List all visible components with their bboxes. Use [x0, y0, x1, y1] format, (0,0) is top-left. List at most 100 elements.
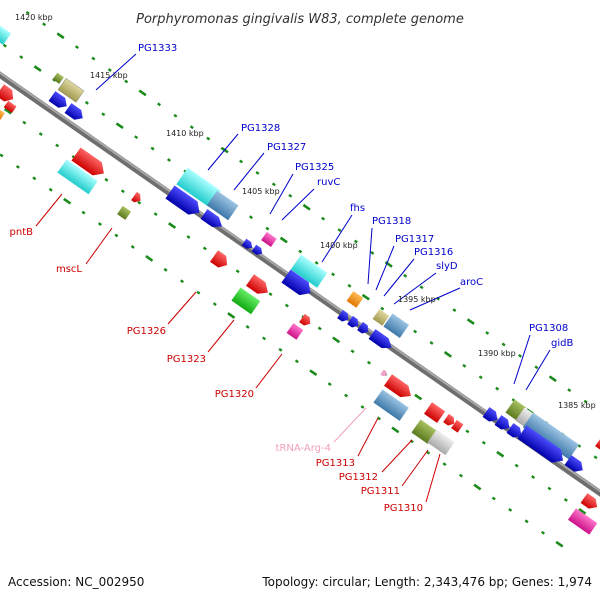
- tick-mark: [360, 405, 365, 409]
- tick-mark: [331, 272, 336, 277]
- tick-mark: [508, 507, 513, 512]
- tick-mark: [168, 222, 177, 229]
- tick-mark: [473, 483, 482, 491]
- kbp-label: 1390 kbp: [478, 349, 516, 358]
- tick-mark: [495, 386, 500, 391]
- tick-mark: [33, 65, 42, 72]
- tick-mark: [163, 267, 168, 272]
- tick-mark: [107, 68, 112, 72]
- tick-mark: [465, 429, 470, 434]
- leader-line: [35, 193, 63, 227]
- leader-line: [207, 133, 239, 171]
- leader-line: [401, 449, 429, 487]
- tick-mark: [138, 89, 147, 97]
- gene-label-lower: mscL: [56, 264, 82, 275]
- tick-mark: [38, 132, 43, 136]
- genome-summary-text: Topology: circular; Length: 2,343,476 bp…: [261, 575, 592, 589]
- tick-mark: [166, 158, 171, 162]
- leader-line: [321, 214, 353, 263]
- tick-mark: [189, 125, 194, 130]
- tick-mark: [337, 228, 342, 232]
- tick-mark: [262, 336, 267, 341]
- gene-label-lower: PG1313: [316, 458, 355, 469]
- tick-mark: [332, 336, 341, 344]
- kbp-label: 1385 kbp: [558, 401, 596, 410]
- tick-mark: [245, 325, 250, 329]
- leader-line: [393, 272, 437, 305]
- tick-mark: [120, 189, 125, 194]
- gene-label-upper: aroC: [460, 277, 483, 288]
- tick-mark: [114, 233, 119, 238]
- leader-line: [85, 227, 113, 265]
- tick-mark: [563, 498, 568, 502]
- tick-mark: [153, 212, 158, 217]
- gene-label-upper: PG1328: [241, 123, 280, 134]
- tick-mark: [485, 331, 490, 335]
- tick-mark: [97, 222, 102, 226]
- tick-mark: [235, 269, 240, 274]
- tick-mark: [350, 349, 355, 354]
- gene-label-upper: PG1308: [529, 323, 568, 334]
- tick-mark: [180, 279, 185, 284]
- tick-mark: [55, 143, 60, 148]
- map-title: Porphyromonas gingivalis W83, complete g…: [136, 12, 464, 27]
- tick-mark: [294, 359, 299, 364]
- tick-mark: [288, 193, 293, 198]
- tick-mark: [206, 136, 211, 141]
- tick-mark: [491, 496, 496, 501]
- tick-mark: [391, 426, 400, 434]
- gene-label-lower: PG1311: [361, 486, 400, 497]
- tick-mark: [48, 187, 53, 192]
- kbp-label: 1420 kbp: [15, 13, 53, 22]
- tick-mark: [327, 382, 332, 387]
- leader-line: [375, 245, 395, 291]
- gene-label-upper: PG1333: [138, 43, 177, 54]
- tick-mark: [429, 341, 434, 345]
- gene-label-lower: pntB: [10, 227, 34, 238]
- tick-mark: [91, 56, 96, 61]
- gene-features: [0, 24, 600, 535]
- tick-mark: [32, 176, 37, 181]
- gene-label-upper: slyD: [436, 261, 458, 272]
- label-leader-lines: [35, 53, 551, 503]
- gene-label-lower: tRNA-Arg-4: [276, 443, 331, 454]
- leader-line: [167, 291, 197, 325]
- leader-line: [525, 349, 551, 391]
- tick-mark: [2, 43, 7, 48]
- tick-mark: [298, 249, 303, 254]
- tick-mark: [426, 450, 431, 455]
- tick-mark: [278, 347, 283, 352]
- kbp-label: 1395 kbp: [398, 295, 436, 304]
- gene-label-upper: PG1318: [372, 216, 411, 227]
- tick-mark: [239, 159, 244, 164]
- gene-labels: PG1333PG1328PG1327PG1325ruvCfhsPG1318PG1…: [10, 43, 574, 514]
- tick-mark: [593, 455, 598, 460]
- tick-mark: [22, 120, 27, 125]
- tick-mark: [302, 203, 311, 211]
- tick-mark: [361, 293, 370, 301]
- tick-mark: [134, 135, 139, 140]
- gene-label-upper: PG1316: [414, 247, 453, 258]
- tick-mark: [145, 255, 154, 262]
- gene-label-upper: fhs: [350, 203, 365, 214]
- kbp-label: 1405 kbp: [242, 187, 280, 196]
- tick-mark: [284, 303, 289, 308]
- tick-mark: [466, 318, 475, 325]
- tick-mark: [63, 197, 72, 205]
- tick-mark: [157, 102, 162, 107]
- tick-mark: [366, 360, 371, 365]
- tick-mark: [255, 171, 260, 175]
- gene-label-upper: PG1317: [395, 234, 434, 245]
- tick-mark: [531, 475, 536, 479]
- tick-mark: [202, 246, 207, 251]
- gene-label-lower: PG1326: [127, 326, 166, 337]
- tick-mark: [15, 164, 20, 169]
- leader-line: [381, 439, 413, 473]
- tick-mark: [547, 486, 552, 491]
- tick-mark: [3, 107, 12, 115]
- tick-mark: [376, 416, 381, 421]
- tick-mark: [104, 177, 109, 182]
- leader-line: [409, 287, 461, 311]
- leader-line: [513, 334, 531, 385]
